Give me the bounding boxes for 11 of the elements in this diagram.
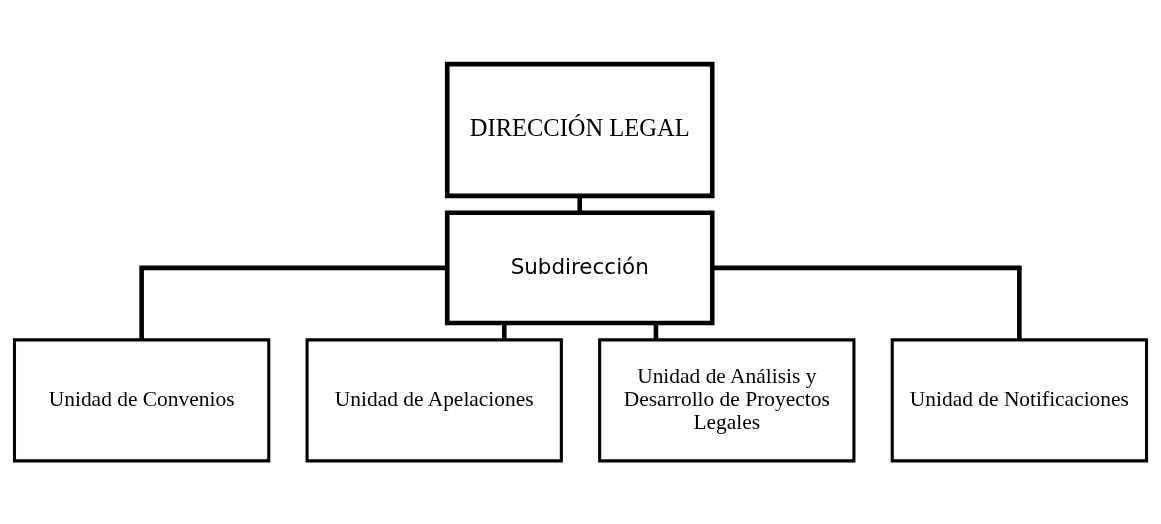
connector: [577, 195, 583, 213]
node-box: Unidad de Apelaciones: [305, 337, 563, 462]
connector: [712, 265, 1022, 340]
node-box: Unidad de Convenios: [12, 337, 271, 462]
node-box: DIRECCIÓN LEGAL: [444, 61, 715, 198]
node-box: Unidad de Análisis y Desarrollo de Proyectos Legales: [598, 337, 856, 462]
node-box: Unidad de Notificaciones: [890, 337, 1149, 462]
connector: [653, 322, 659, 340]
connector: [502, 322, 507, 340]
connector: [139, 265, 448, 340]
node-box: Subdirección: [444, 209, 715, 325]
